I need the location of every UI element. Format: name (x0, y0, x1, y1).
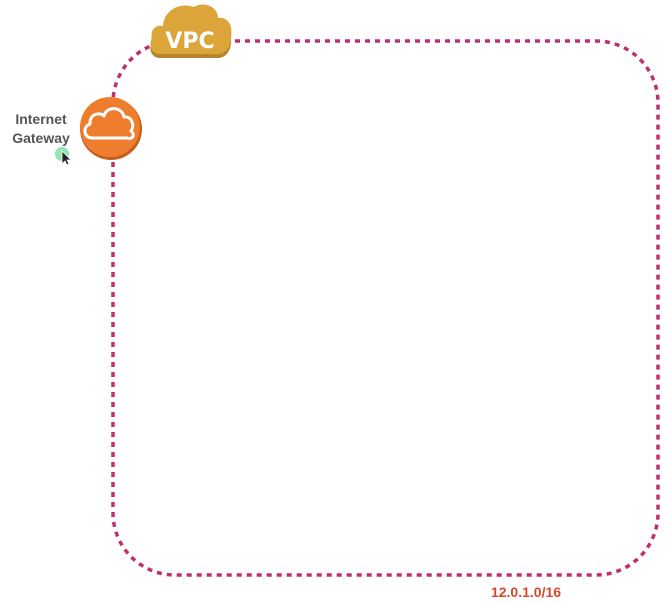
vpc-badge[interactable]: VPC (150, 4, 232, 58)
internet-gateway[interactable] (80, 97, 142, 160)
mouse-pointer-icon (55, 147, 72, 166)
internet-gateway-circle-face (80, 97, 140, 157)
cloud-outline-icon (83, 107, 135, 140)
vpc-cidr-label: 12.0.1.0/16 (491, 584, 561, 600)
vpc-label: VPC (165, 29, 214, 54)
cloud-icon (150, 4, 232, 58)
internet-gateway-label-line1: Internet (15, 111, 67, 127)
internet-gateway-label-line2: Gateway (12, 130, 70, 146)
vpc-boundary[interactable] (111, 39, 660, 577)
